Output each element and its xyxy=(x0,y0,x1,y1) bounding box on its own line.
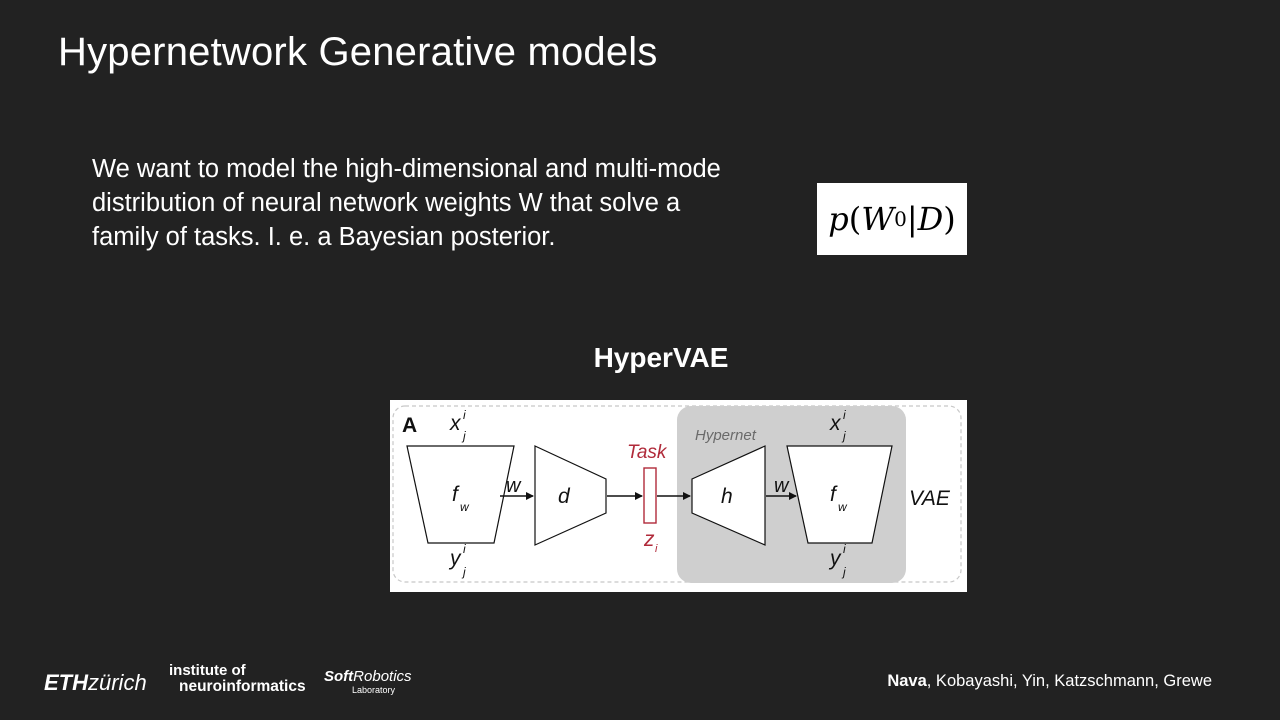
decoder-h-trapezoid xyxy=(691,445,766,546)
encoder-d-trapezoid xyxy=(534,445,607,546)
soft-robotics-logo: SoftRobotics Laboratory xyxy=(324,668,412,695)
author-list: Nava, Kobayashi, Yin, Katzschmann, Grewe xyxy=(887,672,1212,691)
latent-rect xyxy=(643,467,657,524)
encoder-output-sup: i xyxy=(463,542,466,556)
arrow-w-1-label: w xyxy=(506,475,522,497)
slide-title: Hypernetwork Generative models xyxy=(58,30,658,74)
decoder-input-label: x i j xyxy=(829,408,846,443)
latent-base: z xyxy=(643,528,655,551)
co-authors: , Kobayashi, Yin, Katzschmann, Grewe xyxy=(926,672,1212,690)
eth-logo-bold: ETH xyxy=(44,670,88,695)
encoder-net-sub: w xyxy=(460,500,470,514)
srl-logo-rest: Robotics xyxy=(353,668,412,685)
formula-sub: 0 xyxy=(894,207,907,231)
srl-logo-bold: Soft xyxy=(324,668,354,685)
decoder-h-label: h xyxy=(721,485,733,508)
latent-sub: i xyxy=(655,543,658,555)
hypervae-diagram: A x i j f w y i j w d Task xyxy=(390,400,967,592)
section-heading: HyperVAE xyxy=(593,342,729,373)
encoder-net-base: f xyxy=(452,483,460,506)
lead-author: Nava xyxy=(887,672,927,690)
ini-logo: institute of neuroinformatics xyxy=(169,663,306,695)
hypernet-label: Hypernet xyxy=(695,427,757,444)
encoder-output-base: y xyxy=(448,547,462,570)
decoder-output-label: y i j xyxy=(828,542,846,579)
decoder-net-base: f xyxy=(830,483,838,506)
formula-var: W xyxy=(861,200,895,238)
decoder-net-label: f w xyxy=(830,483,848,514)
panel-label: A xyxy=(402,414,417,437)
encoder-input-sub: j xyxy=(461,429,466,443)
decoder-input-sub: j xyxy=(841,429,846,443)
ini-logo-line1: institute of xyxy=(169,662,246,679)
latent-label: z i xyxy=(643,528,658,555)
decoder-input-sup: i xyxy=(843,408,846,422)
eth-zurich-logo: ETHzürich xyxy=(44,670,147,696)
encoder-trapezoid xyxy=(406,445,515,544)
encoder-d-label: d xyxy=(558,485,571,508)
formula-cond: D xyxy=(917,200,944,238)
decoder-output-sub: j xyxy=(841,565,846,579)
outer-dashed-frame xyxy=(392,405,962,583)
decoder-net-sub: w xyxy=(838,500,848,514)
body-text: We want to model the high-dimensional an… xyxy=(92,155,721,251)
encoder-input-base: x xyxy=(449,412,462,435)
decoder-output-base: y xyxy=(828,547,842,570)
formula-func: p xyxy=(828,200,849,238)
encoder-output-label: y i j xyxy=(448,542,466,579)
encoder-net-label: f w xyxy=(452,483,470,514)
vae-label: VAE xyxy=(909,487,951,510)
ini-logo-line2: neuroinformatics xyxy=(179,678,306,695)
arrow-w-2-label: w xyxy=(774,475,790,497)
encoder-input-label: x i j xyxy=(449,408,466,443)
decoder-input-base: x xyxy=(829,412,842,435)
encoder-input-sup: i xyxy=(463,408,466,422)
srl-logo-sub: Laboratory xyxy=(352,685,396,695)
srl-logo-main: SoftRobotics xyxy=(324,668,412,685)
eth-logo-light: zürich xyxy=(88,670,147,695)
encoder-output-sub: j xyxy=(461,565,466,579)
decoder-trapezoid xyxy=(786,445,893,544)
decoder-output-sup: i xyxy=(843,542,846,556)
task-label: Task xyxy=(627,442,668,463)
